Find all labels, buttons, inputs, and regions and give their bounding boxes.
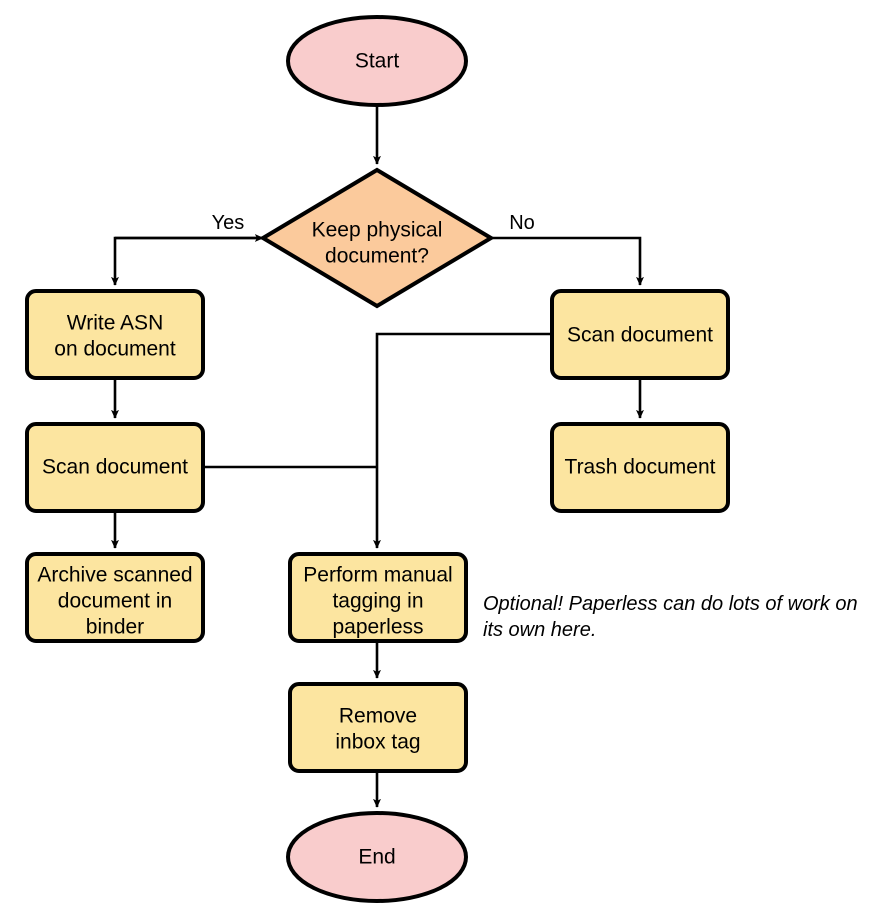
- node-write-asn[interactable]: Write ASN on document: [25, 289, 205, 380]
- node-keep-physical-label-line2: document?: [325, 245, 429, 268]
- edge-scan-right-to-manual-tagging: [373, 332, 552, 549]
- edges-layer: [111, 105, 644, 808]
- node-remove-inbox-tag-label-line2: inbox tag: [335, 731, 420, 754]
- node-scan-document-left-shape: [25, 422, 205, 513]
- node-manual-tagging-label-line1: Perform manual: [303, 564, 452, 587]
- node-write-asn-shape: [25, 289, 205, 380]
- node-keep-physical-label-line1: Keep physical: [312, 219, 443, 242]
- edge-decision-to-scan-right: [491, 236, 644, 286]
- node-scan-document-right-label: Scan document: [567, 324, 713, 347]
- node-manual-tagging-shape: [288, 552, 468, 643]
- optional-note-line1: Optional! Paperless can do lots of work …: [483, 593, 858, 615]
- node-remove-inbox-tag-label-line1: Remove: [339, 705, 417, 728]
- node-end-shape: [286, 811, 468, 903]
- node-archive-binder-shape: [25, 552, 205, 643]
- node-start-shape: [286, 15, 468, 107]
- node-manual-tagging[interactable]: Perform manual tagging in paperless: [288, 552, 468, 643]
- nodes-layer: Start Keep physical document? Write ASN …: [25, 15, 730, 903]
- node-scan-document-left[interactable]: Scan document: [25, 422, 205, 513]
- node-scan-document-right-shape: [550, 289, 730, 380]
- node-trash-document-label: Trash document: [565, 456, 716, 479]
- node-trash-document[interactable]: Trash document: [550, 422, 730, 513]
- node-scan-document-right[interactable]: Scan document: [550, 289, 730, 380]
- node-write-asn-label-line1: Write ASN: [67, 312, 163, 335]
- node-archive-binder-label-line2: document in: [58, 590, 172, 613]
- node-remove-inbox-tag[interactable]: Remove inbox tag: [288, 682, 468, 773]
- node-archive-binder-label-line1: Archive scanned: [37, 564, 192, 587]
- node-end[interactable]: End: [286, 811, 468, 903]
- node-trash-document-shape: [550, 422, 730, 513]
- node-start[interactable]: Start: [286, 15, 468, 107]
- node-write-asn-label-line2: on document: [54, 338, 176, 361]
- edge-label-yes: Yes: [212, 212, 245, 234]
- node-manual-tagging-label-line3: paperless: [332, 616, 423, 639]
- edge-decision-to-write-asn: [111, 236, 263, 286]
- node-archive-binder[interactable]: Archive scanned document in binder: [25, 552, 205, 643]
- edge-labels-layer: Yes No: [212, 212, 535, 234]
- node-scan-document-left-label: Scan document: [42, 456, 188, 479]
- annotation-optional-note: Optional! Paperless can do lots of work …: [483, 593, 858, 641]
- edge-label-no: No: [509, 212, 535, 234]
- node-archive-binder-label-line3: binder: [86, 616, 144, 639]
- node-remove-inbox-tag-shape: [288, 682, 468, 773]
- node-keep-physical[interactable]: Keep physical document?: [259, 167, 495, 309]
- node-end-label: End: [358, 846, 395, 869]
- optional-note-line2: its own here.: [483, 619, 596, 641]
- node-keep-physical-shape: [259, 167, 495, 309]
- node-start-label: Start: [355, 50, 400, 73]
- node-manual-tagging-label-line2: tagging in: [332, 590, 423, 613]
